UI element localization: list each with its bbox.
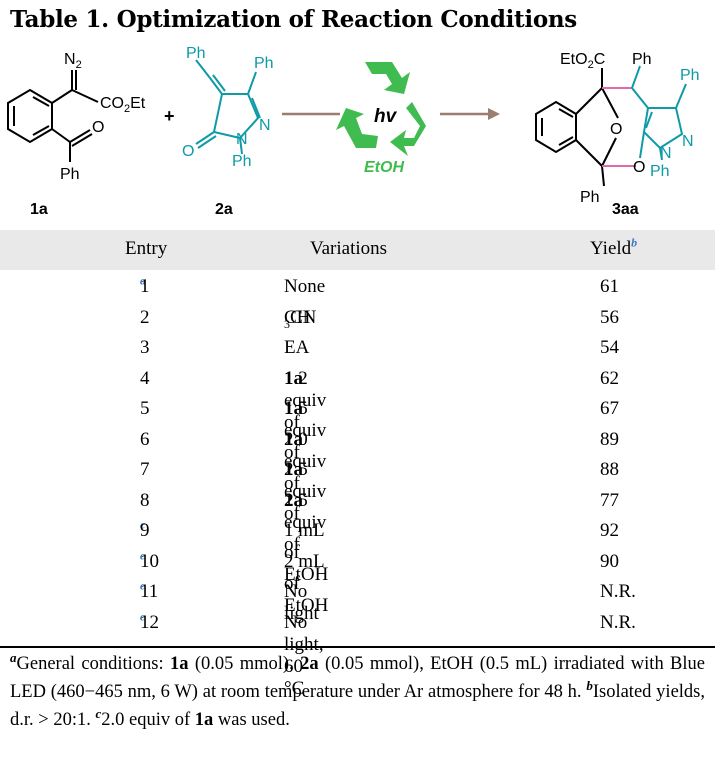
cell-yield: 62 bbox=[600, 367, 619, 389]
table-title: Table 1. Optimization of Reaction Condit… bbox=[10, 6, 577, 33]
cell-yield: 88 bbox=[600, 459, 619, 480]
r1-ester-label: CO2Et bbox=[100, 95, 146, 115]
reaction-arrowhead bbox=[488, 108, 500, 120]
p-o-bridge: O bbox=[610, 121, 622, 138]
recycle-icon bbox=[336, 62, 426, 156]
r2-ph-right: Ph bbox=[254, 55, 274, 72]
p-n2: N bbox=[660, 145, 672, 162]
cell-yield: 67 bbox=[600, 398, 619, 419]
p-ph-n: Ph bbox=[650, 163, 670, 180]
product-3aa-structure bbox=[535, 68, 619, 187]
p-compound-label: 3aa bbox=[612, 201, 639, 218]
p-ph-bottom: Ph bbox=[580, 189, 600, 206]
r1-n2-label: N2 bbox=[64, 51, 82, 71]
cell-yield: 56 bbox=[600, 306, 619, 328]
cell-yield: N.R. bbox=[600, 611, 636, 633]
cell-yield: 61 bbox=[600, 276, 619, 297]
p-n1: N bbox=[682, 133, 694, 150]
table-bottom-rule bbox=[0, 646, 715, 648]
p-ph-right: Ph bbox=[680, 67, 700, 84]
r2-ph-n: Ph bbox=[232, 153, 252, 170]
p-ph-top: Ph bbox=[632, 51, 652, 68]
p-ester-label: EtO2C bbox=[560, 51, 605, 71]
cell-variation: 1.2 equiv of 1a bbox=[284, 367, 327, 433]
cell-yield: 77 bbox=[600, 489, 619, 511]
reactant-2a-structure bbox=[195, 59, 261, 155]
r1-o-label: O bbox=[92, 119, 104, 136]
cell-yield: 54 bbox=[600, 337, 619, 358]
condition-solvent: EtOH bbox=[364, 159, 404, 176]
header-entry: Entry bbox=[125, 238, 168, 259]
cell-yield: 92 bbox=[600, 520, 619, 541]
cell-variation: 2.0 equiv of 1a bbox=[284, 428, 327, 494]
r2-n1: N bbox=[259, 117, 271, 134]
reactant-1a-structure bbox=[7, 70, 99, 162]
r2-n2: N bbox=[236, 131, 248, 148]
r2-compound-label: 2a bbox=[215, 201, 233, 218]
cell-yield: 90 bbox=[600, 550, 619, 572]
table-header: Entry Variations Yieldb bbox=[0, 230, 715, 270]
reaction-scheme: N2 CO2Et O Ph 1a + Ph Ph N N O Ph 2a hv … bbox=[7, 45, 700, 218]
cell-yield: 89 bbox=[600, 428, 619, 450]
r1-compound-label: 1a bbox=[30, 201, 48, 218]
product-new-bonds bbox=[602, 87, 636, 167]
cell-variation: 1.5 equiv of 2a bbox=[284, 489, 327, 555]
condition-hv: hv bbox=[374, 106, 398, 127]
cell-variation: 2.5 equiv of 1a bbox=[284, 459, 327, 524]
plus-sign: + bbox=[164, 106, 175, 126]
r1-ph-label: Ph bbox=[60, 166, 80, 183]
cell-yield: N.R. bbox=[600, 581, 636, 602]
r2-ph-top: Ph bbox=[186, 45, 206, 62]
cell-variation: 1.5 equiv of 1a bbox=[284, 398, 327, 463]
product-pyrazole bbox=[631, 65, 687, 161]
p-o-ring: O bbox=[633, 159, 645, 176]
table-footnote: aGeneral conditions: 1a (0.05 mmol), 2a … bbox=[10, 649, 706, 730]
header-yield: Yieldb bbox=[590, 235, 638, 259]
r2-o: O bbox=[182, 143, 194, 160]
header-variations: Variations bbox=[310, 238, 388, 259]
